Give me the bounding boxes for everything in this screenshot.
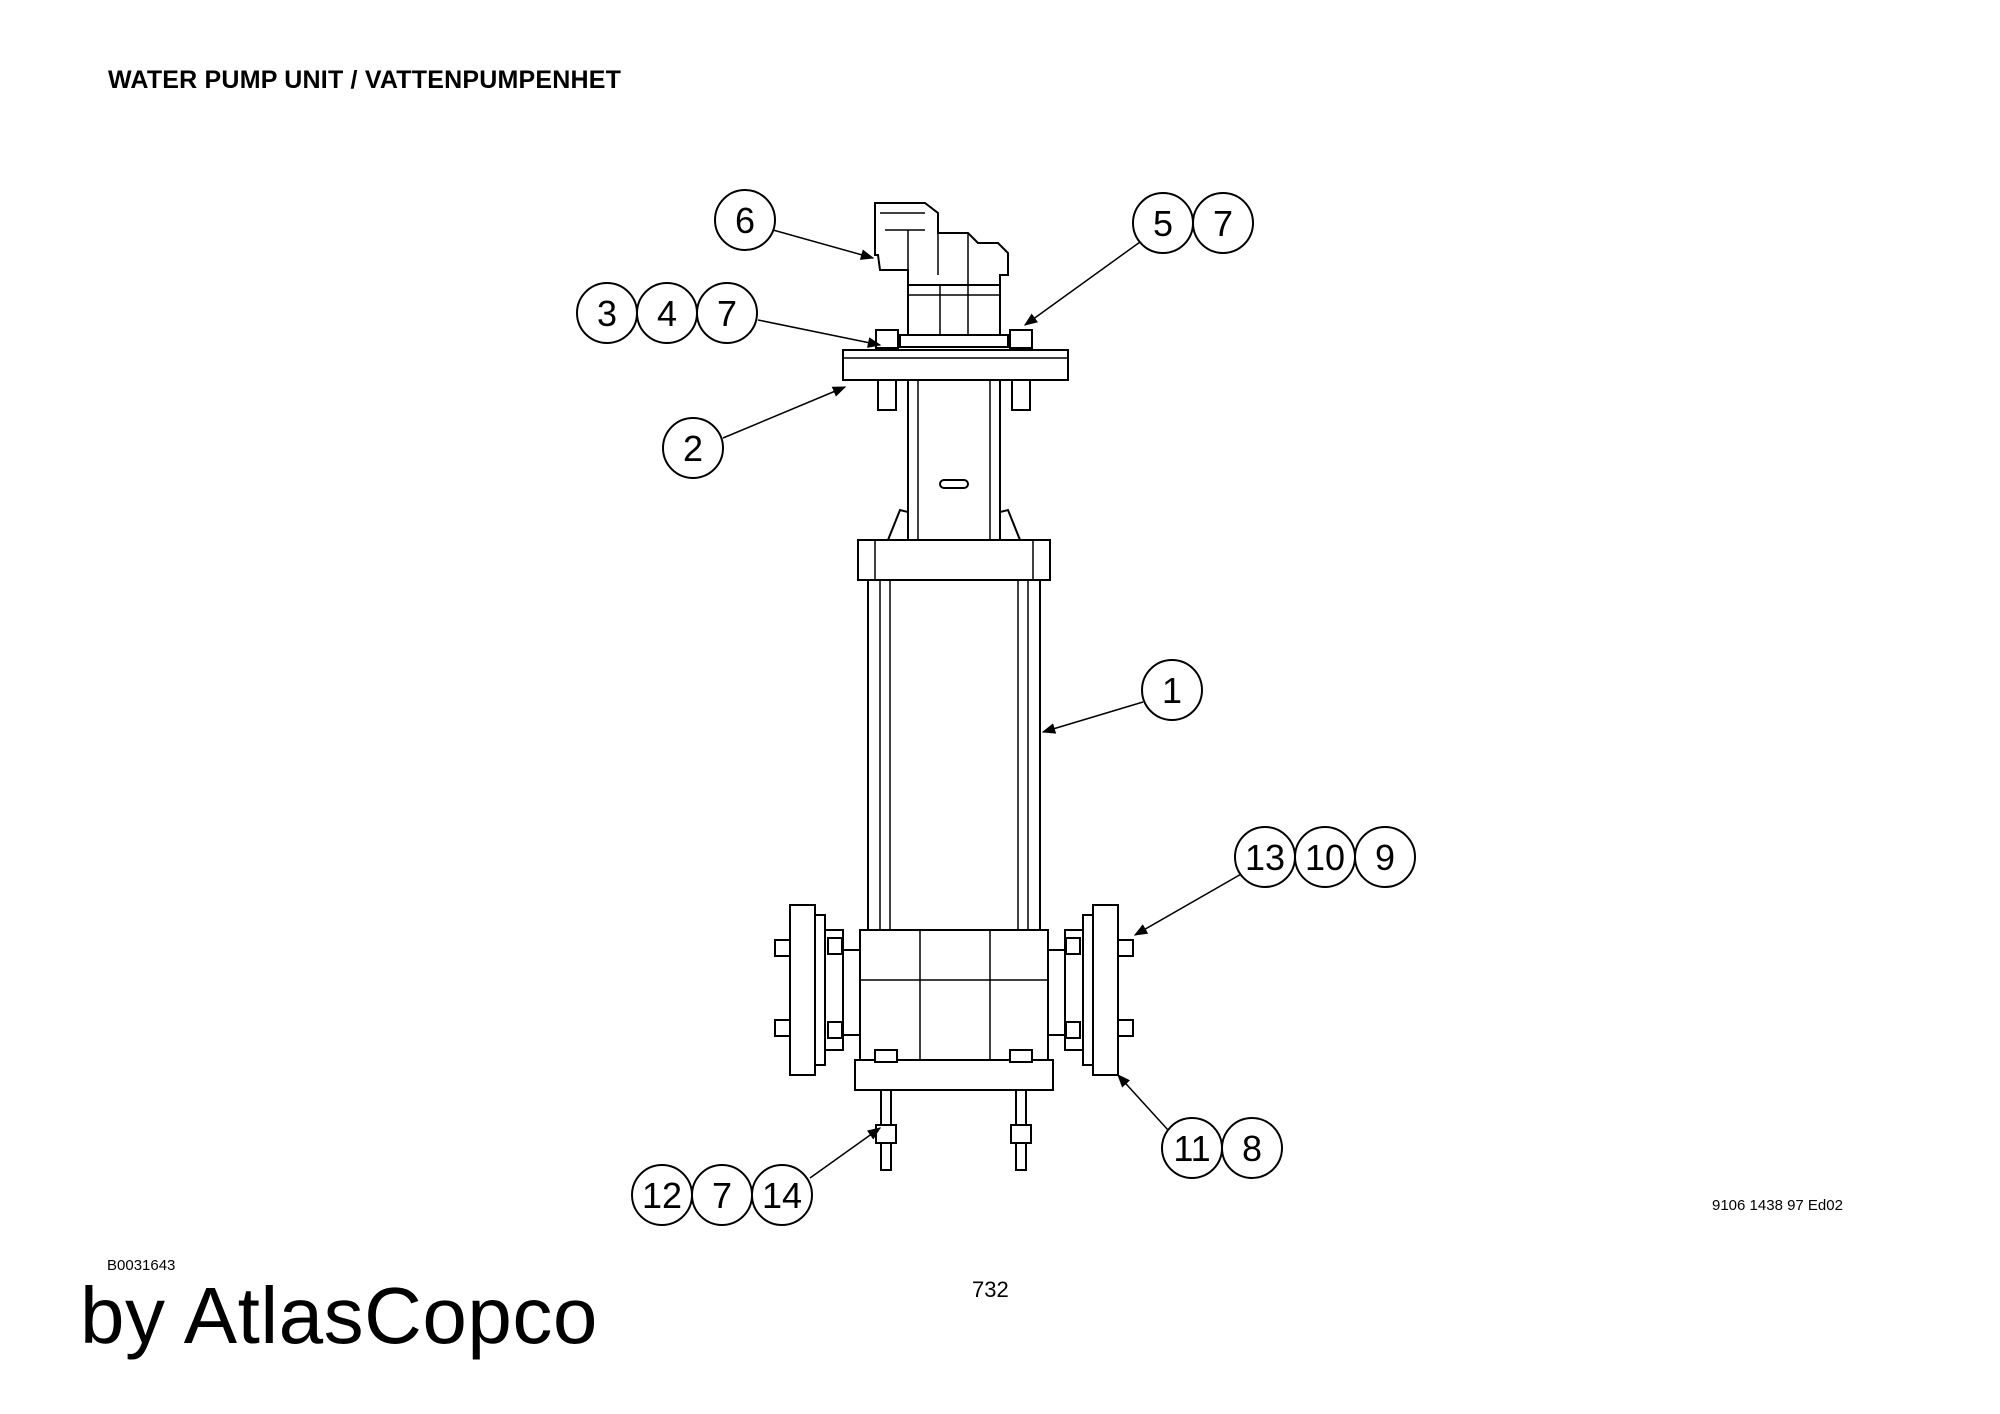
page-title: WATER PUMP UNIT / VATTENPUMPENHET: [108, 66, 622, 94]
callout-number: 10: [1305, 837, 1345, 878]
callout-number: 5: [1153, 203, 1173, 244]
brand-text: by AtlasCopco: [80, 1271, 598, 1360]
page-number: 732: [972, 1277, 1009, 1302]
callout-12-7-14: 12 7 14: [631, 1164, 813, 1226]
pump-tube: [867, 579, 1041, 931]
callout-number: 9: [1375, 837, 1395, 878]
callout-number: 3: [597, 293, 617, 334]
callout-number: 11: [1173, 1128, 1210, 1169]
callout-3-4-7: 3 4 7: [576, 282, 758, 344]
foot-studs: [875, 1089, 1032, 1171]
callout-1: 1: [1141, 659, 1203, 721]
callout-6: 6: [714, 189, 776, 251]
callout-number: 8: [1242, 1128, 1262, 1169]
upper-column: [857, 379, 1051, 581]
callout-number: 13: [1245, 837, 1285, 878]
left-flange: [774, 904, 861, 1076]
callout-number: 12: [642, 1175, 682, 1216]
doc-reference: 9106 1438 97 Ed02: [1712, 1197, 1843, 1214]
callout-number: 14: [762, 1175, 802, 1216]
callout-5-7: 5 7: [1132, 192, 1254, 254]
callout-13-10-9: 13 10 9: [1234, 826, 1416, 888]
callout-2: 2: [662, 417, 724, 479]
drawing-code: B0031643: [107, 1257, 176, 1274]
pump-motor-head: [874, 202, 1033, 349]
pump-housing: [854, 929, 1054, 1091]
callout-number: 6: [735, 200, 755, 241]
callout-11-8: 11 8: [1161, 1117, 1283, 1179]
leader-lines: [722, 229, 1244, 1179]
callout-number: 7: [712, 1175, 732, 1216]
callout-number: 7: [1213, 203, 1233, 244]
callout-number: 1: [1162, 670, 1182, 711]
callout-number: 2: [683, 428, 703, 469]
callout-number: 7: [717, 293, 737, 334]
right-flange: [1047, 904, 1134, 1076]
callout-number: 4: [657, 293, 677, 334]
